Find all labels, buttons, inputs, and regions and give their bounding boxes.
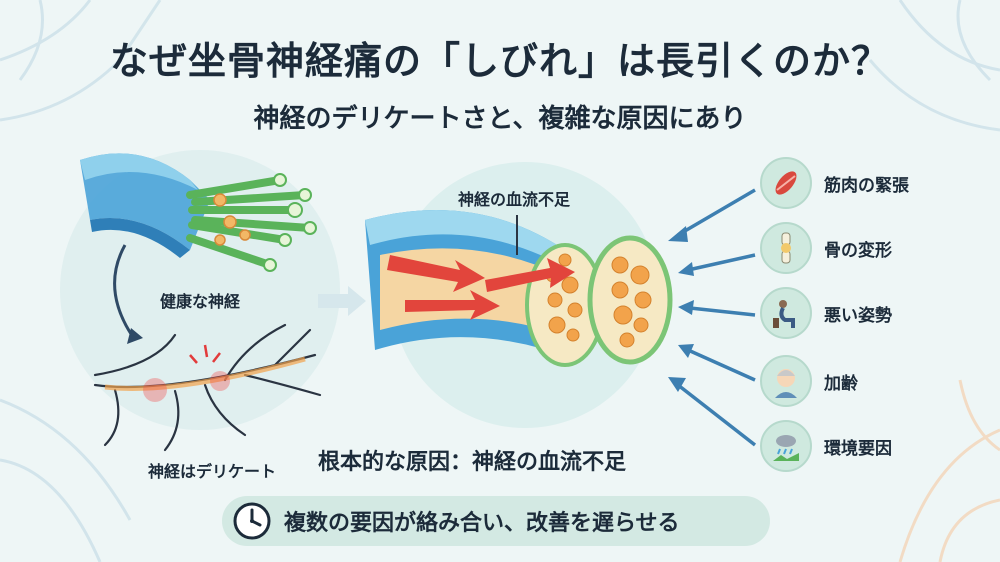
bad-posture-icon [760,287,812,339]
factor-muscle-tension: 筋肉の緊張 [760,152,1000,214]
page-subtitle: 神経のデリケートさと、複雑な原因にあり [253,104,747,134]
delicate-nerve-illustration [93,323,322,452]
healthy-nerve-illustration [80,153,317,272]
healthy-nerve-label: 健康な神経 [160,292,241,311]
page-title: なぜ坐骨神経痛の「しびれ」は長引くのか？ [109,39,890,83]
footer-message-text: 複数の要因が絡み合い、改善を遅らせる [284,511,680,536]
main-cause-text: 根本的な原因：神経の血流不足 [318,450,627,475]
factor-environment: 環境要因 [760,415,1000,477]
transition-arrow [113,244,143,344]
factor-bad-posture: 悪い姿勢 [760,282,1000,344]
footer-message-bar: 複数の要因が絡み合い、改善を遅らせる [222,496,770,546]
delicate-nerve-label: 神経はデリケート [148,462,277,481]
factor-bone-deformation: 骨の変形 [760,217,1000,279]
left-to-center-arrow [318,286,366,316]
clock-icon [233,502,271,540]
factor-aging: 加齢 [760,350,1000,412]
blood-flow-callout-label: 神経の血流不足 [458,190,571,209]
bone-joint-icon [760,222,812,274]
factor-arrows [668,188,757,447]
nerve-blood-flow-illustration [365,162,673,428]
weather-icon [760,420,812,472]
elderly-person-icon [760,355,812,407]
muscle-icon [760,157,812,209]
